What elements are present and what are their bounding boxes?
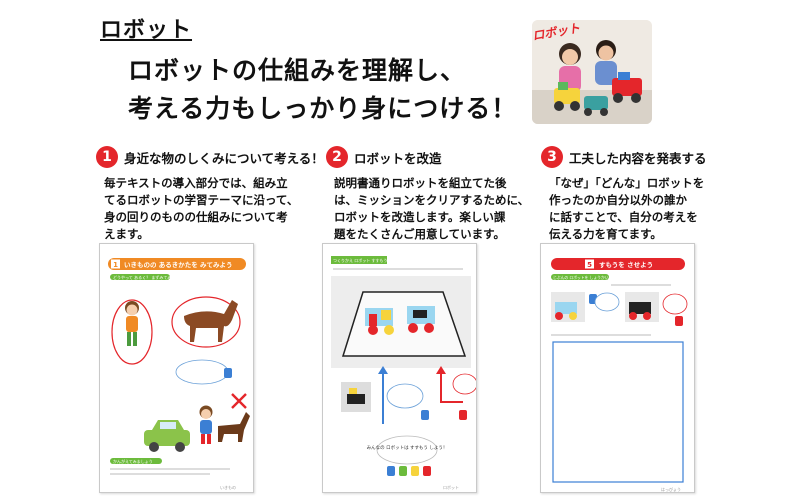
- point-title-1: 身近な物のしくみについて考える！: [124, 150, 324, 166]
- speech-bubble-icon: [594, 292, 620, 312]
- car-icon: [144, 430, 190, 446]
- page-subheader-text: じぶんの ロボットを しょうかいしよう: [553, 275, 620, 280]
- page-header-num-box: [111, 259, 120, 269]
- page-subheader: [110, 274, 170, 280]
- mascot-icon: [421, 410, 429, 420]
- point-text-line: 毎テキストの導入部分では、組み立: [104, 176, 288, 190]
- point-number-2: 2: [326, 146, 348, 168]
- point-text-line: 伝える力を育てます。: [549, 227, 662, 241]
- point-text-line: は、ミッションをクリアするために、: [334, 193, 530, 207]
- red-circle-icon: [171, 296, 241, 348]
- point-text-line: に話すことで、自分の考えを: [549, 210, 698, 224]
- point-title-3: 工夫した内容を発表する: [569, 150, 707, 166]
- page-subheader-text-2: かんがえてみましょう: [113, 458, 153, 464]
- point-text-3: 「なぜ」「どんな」ロボットを 作ったのか自分以外の誰か に話すことで、自分の考え…: [549, 175, 704, 243]
- speech-bubble-icon: [662, 293, 688, 315]
- point-text-line: 作ったのか自分以外の誰か: [549, 193, 687, 207]
- robot-kids-photo: [532, 20, 652, 124]
- cross-mark-icon: [231, 393, 247, 409]
- page-header-title: いきものの あるきかたを みてみよう: [124, 260, 233, 269]
- page-header-bar: [331, 256, 387, 264]
- headline-line-2: 考える力もしっかり身につける！: [128, 94, 518, 123]
- page-header-num-box: [585, 259, 594, 269]
- point-title-2: ロボットを改造: [354, 150, 442, 166]
- point-text-line: えます。: [104, 227, 149, 241]
- page-subheader-text: どうやって あるく？ まずみてみよう: [113, 274, 179, 280]
- point-text-line: ロボットを改造します。楽しい課: [334, 210, 506, 224]
- page-subheader: [551, 274, 609, 280]
- speech-bubble-icon: [175, 359, 229, 385]
- point-text-1: 毎テキストの導入部分では、組み立 てるロボットの学習テーマに沿って、 身の回りの…: [104, 175, 298, 243]
- point-number-3: 3: [541, 146, 563, 168]
- mascot-icon: [675, 316, 683, 326]
- point-text-line: 「なぜ」「どんな」ロボットを: [549, 176, 705, 190]
- point-text-line: 説明書通りロボットを組立てた後: [334, 176, 507, 190]
- page-footer: いきもの: [220, 485, 236, 490]
- point-2: 2 ロボットを改造: [326, 146, 442, 168]
- page-header-title: つくりかえ ロボット すすもうとしましょう: [333, 257, 411, 263]
- speech-bubble-icon: [386, 383, 424, 409]
- toy-horse-icon: [218, 412, 250, 442]
- headline: ロボットの仕組みを理解し、 考える力もしっかり身につける！: [128, 52, 517, 128]
- mascot-icon: [459, 410, 467, 420]
- page-header-title: すもうを させよう: [599, 260, 653, 269]
- page-header-bar: [551, 258, 685, 270]
- headline-line-1: ロボットの仕組みを理解し、: [128, 56, 467, 85]
- mascot-icon: [224, 368, 232, 378]
- red-circle-icon: [111, 299, 153, 365]
- point-text-2: 説明書通りロボットを組立てた後 は、ミッションをクリアするために、 ロボットを改…: [334, 175, 529, 243]
- page-header-num: 1: [113, 261, 118, 269]
- point-3: 3 工夫した内容を発表する: [541, 146, 707, 168]
- point-1: 1 身近な物のしくみについて考える！: [96, 146, 324, 168]
- speech-bubble-icon: [376, 435, 438, 465]
- page-footer: はっぴょう: [661, 486, 681, 492]
- point-text-line: 身の回りのものの仕組みについて考: [104, 210, 288, 224]
- arrow-up-icon: [440, 368, 463, 403]
- bubble-text: みんなの ロボットは すすもう しよう！: [367, 444, 448, 451]
- point-number-1: 1: [96, 146, 118, 168]
- page-header-num: 5: [587, 261, 592, 269]
- speech-bubble-icon: [452, 373, 476, 395]
- section-title: ロボット: [100, 18, 193, 43]
- page-footer: ロボット: [443, 484, 459, 490]
- writing-box: [552, 341, 684, 483]
- horse-icon: [184, 300, 238, 342]
- textbook-page-3: 5 すもうを させよう じぶんの ロボットを しょうかいしよう はっぴょう: [540, 243, 695, 493]
- page-header-bar: [108, 258, 246, 270]
- textbook-page-2: つくりかえ ロボット すすもうとしましょう みんなの ロボットは すすもう しよ…: [322, 243, 477, 493]
- textbook-page-1: 1 いきものの あるきかたを みてみよう どうやって あるく？ まずみてみよう: [99, 243, 254, 493]
- point-text-line: てるロボットの学習テーマに沿って、: [104, 193, 299, 207]
- point-text-line: 題をたくさんご用意しています。: [334, 227, 506, 241]
